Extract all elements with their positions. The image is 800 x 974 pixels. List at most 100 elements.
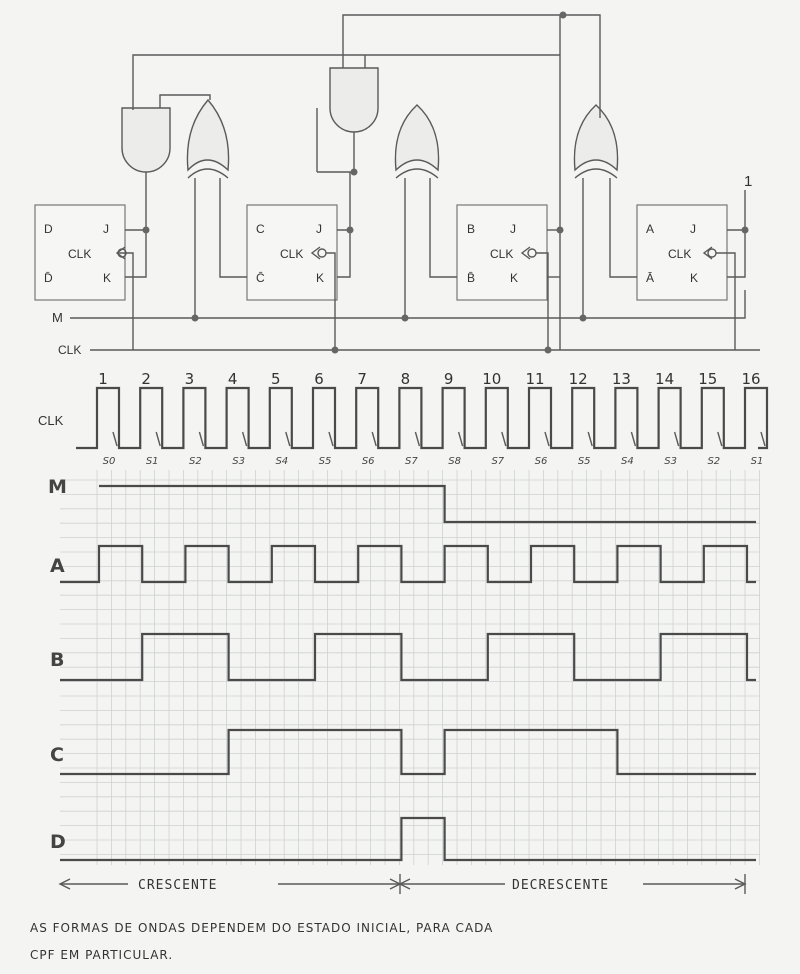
ff-d-k-label: K xyxy=(103,271,111,285)
ff-c-j-label: J xyxy=(316,222,322,236)
ff-d-qbar-label: D̄ xyxy=(44,271,53,285)
edge-arrow xyxy=(457,431,464,447)
wave-a xyxy=(60,544,756,584)
flip-flop-c: C C̄ J CLK K xyxy=(246,204,338,301)
ff-c-k-label: K xyxy=(316,271,324,285)
pulse-number: 14 xyxy=(655,370,674,388)
ff-d-clk-label: CLK xyxy=(68,247,91,261)
state-label: S8 xyxy=(448,456,461,467)
wiring xyxy=(70,14,760,351)
state-label: S5 xyxy=(578,456,591,467)
xor-gate-d xyxy=(186,98,230,179)
clk-wave xyxy=(76,386,769,450)
pulse-number: 15 xyxy=(698,370,717,388)
state-label: S7 xyxy=(491,456,504,467)
signal-label-d: D xyxy=(50,831,66,853)
pulse-number: 12 xyxy=(569,370,588,388)
state-label: S2 xyxy=(707,456,720,467)
range-arrows: CRESCENTE DECRESCENTE xyxy=(58,874,747,894)
signal-label-m: M xyxy=(48,476,67,498)
state-label: S2 xyxy=(189,456,202,467)
ff-a-clk-label: CLK xyxy=(668,247,691,261)
ff-b-k-label: K xyxy=(510,271,518,285)
edge-arrow xyxy=(371,431,377,447)
logic-high-label: 1 xyxy=(744,173,752,190)
range-label-crescente: CRESCENTE xyxy=(138,878,217,893)
and-gate-d xyxy=(121,107,171,173)
state-label: S1 xyxy=(751,456,764,467)
edge-arrow xyxy=(717,431,723,447)
edge-arrow xyxy=(673,431,680,447)
signal-label-b: B xyxy=(50,649,64,671)
ff-b-q-label: B xyxy=(467,222,475,236)
clk-wave-label: CLK xyxy=(38,413,64,428)
wave-b xyxy=(60,632,756,682)
wave-d xyxy=(60,816,756,862)
edge-arrow xyxy=(587,431,593,447)
state-label: S0 xyxy=(103,456,116,467)
wave-c xyxy=(60,728,756,776)
edge-arrow xyxy=(112,431,118,447)
pulse-number: 3 xyxy=(185,370,195,388)
flip-flop-d: D D̄ J CLK K xyxy=(34,204,127,301)
pulse-number: 11 xyxy=(525,370,544,388)
pulse-number: 2 xyxy=(141,370,151,388)
ff-c-clk-label: CLK xyxy=(280,247,303,261)
circuit-schematic: D D̄ J CLK K C C̄ J CLK K B B̄ J CLK K xyxy=(34,11,760,357)
pulse-number: 6 xyxy=(314,370,324,388)
xor-gate-c xyxy=(394,104,440,179)
state-label: S6 xyxy=(362,456,375,467)
edge-arrow xyxy=(285,431,291,447)
grid xyxy=(60,470,760,865)
signal-label-a: A xyxy=(50,555,65,577)
edge-arrow xyxy=(198,431,205,447)
signal-waveforms xyxy=(60,484,756,862)
state-label: S7 xyxy=(405,456,418,467)
note-line-2: CPF EM PARTICULAR. xyxy=(30,948,173,962)
ff-b-clk-label: CLK xyxy=(490,247,513,261)
pulse-number: 13 xyxy=(612,370,631,388)
ff-a-qbar-label: Ā xyxy=(646,271,654,285)
range-label-decrescente: DECRESCENTE xyxy=(512,878,609,893)
clk-line-label: CLK xyxy=(58,343,81,357)
pulse-number: 7 xyxy=(357,370,367,388)
state-label: S3 xyxy=(232,456,245,467)
ff-a-q-label: A xyxy=(646,222,654,236)
ff-b-j-label: J xyxy=(510,222,516,236)
edge-arrow xyxy=(760,431,766,447)
ff-b-qbar-label: B̄ xyxy=(467,271,475,285)
edge-arrow xyxy=(155,431,161,447)
state-label: S1 xyxy=(146,456,159,467)
ff-d-j-label: J xyxy=(103,222,109,236)
pulse-number: 8 xyxy=(401,370,411,388)
pulse-number: 16 xyxy=(741,370,760,388)
state-label: S4 xyxy=(621,456,634,467)
ff-c-qbar-label: C̄ xyxy=(256,271,265,285)
junction-dots xyxy=(142,11,749,354)
edge-arrow xyxy=(501,431,507,447)
signal-label-c: C xyxy=(50,744,64,766)
ff-c-q-label: C xyxy=(256,222,265,236)
pulse-number: 10 xyxy=(482,370,501,388)
edge-arrow xyxy=(241,431,248,447)
m-line-label: M xyxy=(52,310,63,325)
note-line-1: AS FORMAS DE ONDAS DEPENDEM DO ESTADO IN… xyxy=(30,921,493,935)
pulse-number: 5 xyxy=(271,370,281,388)
pulse-number: 4 xyxy=(228,370,238,388)
flip-flop-a: A Ā J CLK K xyxy=(636,204,728,301)
clock-waveform xyxy=(76,386,769,450)
and-gate-c xyxy=(329,67,379,133)
xor-gate-b xyxy=(573,104,619,179)
pulse-number: 1 xyxy=(98,370,108,388)
ff-a-j-label: J xyxy=(690,222,696,236)
pulse-number: 9 xyxy=(444,370,454,388)
wave-m xyxy=(99,484,756,524)
state-label: S5 xyxy=(319,456,332,467)
edge-arrow xyxy=(414,431,421,447)
edge-arrow xyxy=(328,431,334,447)
ff-a-k-label: K xyxy=(690,271,698,285)
